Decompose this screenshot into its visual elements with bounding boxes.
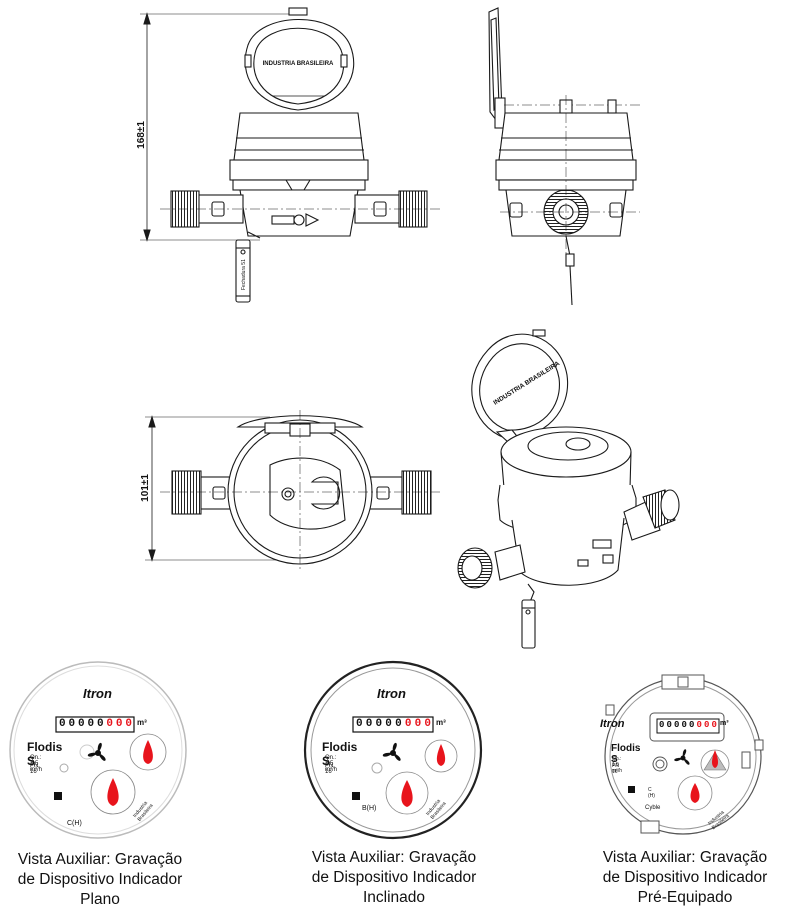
- class-label: B(H): [362, 805, 377, 812]
- qn-label: Qn.: 1,5 m³/h: [612, 756, 622, 774]
- caption-inclinado: Vista Auxiliar: Gravação de Dispositivo …: [311, 849, 477, 906]
- unit-label: m³: [436, 718, 446, 727]
- side-view: [488, 7, 640, 306]
- front-dimension-label: 168±1: [136, 121, 147, 149]
- fan-icon: [87, 742, 106, 761]
- isometric-view: [457, 329, 680, 649]
- counter-window: [55, 716, 135, 733]
- dial-pre-equipado: [604, 674, 764, 835]
- red-pointer-small: [143, 740, 153, 764]
- caption-pre-equipado: Vista Auxiliar: Gravação de Dispositivo …: [602, 849, 768, 906]
- brand-logo: Itron: [377, 686, 406, 701]
- class-label: C (H): [648, 787, 655, 799]
- dial-inclinado: [303, 660, 483, 840]
- counter-window: [656, 718, 720, 734]
- cyble-label: Cyble: [645, 805, 661, 811]
- model-label: Flodis S: [322, 740, 358, 768]
- qn-label: Qn.: 1,5 m³/h: [325, 755, 337, 773]
- model-label: Flodis S: [27, 740, 63, 768]
- pn-label: PN 16: [325, 763, 334, 775]
- red-pointer-small: [436, 744, 446, 766]
- pn-label: PN 16: [612, 763, 619, 775]
- red-pointer-small: [712, 750, 718, 768]
- counter-window: [352, 716, 434, 733]
- red-pointer-large: [690, 783, 700, 803]
- dial-plano: [9, 661, 187, 839]
- unit-label: m³: [137, 718, 147, 727]
- brand-logo: Itron: [83, 686, 112, 701]
- brand-logo: Itron: [600, 718, 625, 730]
- fan-icon: [674, 749, 690, 765]
- front-view: [140, 7, 440, 303]
- caption-plano: Vista Auxiliar: Gravação de Dispositivo …: [17, 851, 183, 908]
- model-label: Flodis S: [611, 743, 641, 765]
- red-pointer-large: [401, 780, 413, 807]
- qn-label: Qn.: 1,5 m³/h: [30, 755, 42, 773]
- unit-label: m³: [720, 720, 729, 727]
- class-label: C(H): [67, 820, 82, 827]
- plan-view: [145, 410, 440, 570]
- fan-icon: [382, 742, 401, 761]
- pn-label: PN 16: [30, 763, 39, 775]
- plan-dimension-label: 101±1: [140, 474, 151, 502]
- red-pointer-large: [107, 778, 119, 806]
- seal-tag-text: Fechadura 51: [241, 259, 247, 290]
- lid-engraving: INDUSTRIA BRASILEIRA: [263, 61, 334, 67]
